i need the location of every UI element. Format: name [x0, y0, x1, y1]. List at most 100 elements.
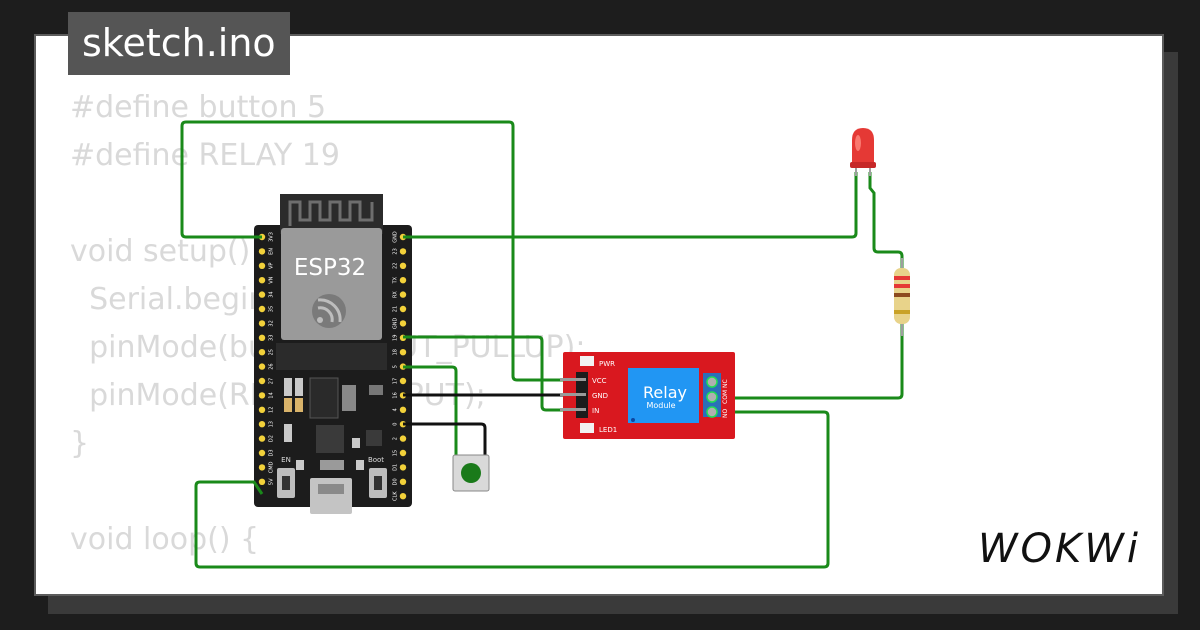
pin-pad[interactable] [399, 449, 407, 457]
sketch-filename-tab[interactable]: sketch.ino [68, 12, 290, 75]
code-line: } [70, 426, 90, 461]
pin-label: 22 [393, 263, 399, 269]
pin-pad[interactable] [258, 478, 266, 485]
relay-module[interactable]: PWR LED1 VCC GND IN Relay Module NO COM … [560, 352, 735, 439]
smd-component [284, 424, 292, 442]
code-line: #define button 5 [70, 90, 327, 125]
pin-pad[interactable] [399, 248, 407, 255]
pin-label: 16 [393, 392, 399, 398]
pin-label: GND [393, 231, 399, 243]
pin-pad[interactable] [258, 435, 266, 442]
wire-relay-no-to-resistor[interactable] [714, 322, 904, 400]
pin-pad[interactable] [258, 377, 266, 385]
wire-5v-to-relay-com[interactable] [194, 410, 830, 569]
pin-label: RX [393, 291, 399, 298]
pin-pad[interactable] [399, 435, 407, 442]
push-button[interactable] [452, 454, 490, 492]
relay-title: Relay [643, 383, 687, 402]
smd-component [356, 460, 364, 470]
pin-pad[interactable] [399, 291, 407, 298]
pin-label: CLK [393, 491, 399, 501]
relay-terminal-nc: NC [722, 379, 729, 388]
micro-usb-port [310, 478, 352, 514]
pin-label: 32 [269, 320, 275, 326]
pin-label: 27 [269, 378, 275, 384]
pin-pad[interactable] [258, 406, 266, 413]
espressif-logo-icon [312, 294, 346, 328]
pin-label: 4 [393, 408, 399, 411]
pin-label: 5V [269, 478, 275, 485]
pin-pad[interactable] [258, 464, 266, 471]
pin-label: D1 [393, 464, 399, 471]
pin-pad[interactable] [399, 464, 407, 471]
pin-label: 23 [393, 248, 399, 254]
smd-component [366, 430, 382, 446]
pin-pad[interactable] [399, 478, 407, 485]
pin-pad[interactable] [399, 305, 407, 313]
pin-label: D3 [269, 449, 275, 456]
regulator-tab [342, 385, 356, 411]
pin-label: CMD [269, 461, 275, 473]
voltage-regulator [309, 377, 339, 419]
boot-button-label: Boot [368, 456, 384, 464]
pin-pad[interactable] [399, 377, 407, 385]
pin-pad[interactable] [258, 449, 266, 457]
relay-terminal-com: COM [722, 390, 729, 404]
pin-label: 14 [269, 392, 275, 398]
wire-gpio19-to-relay-in[interactable] [403, 335, 577, 412]
pin-pad[interactable] [258, 334, 266, 341]
pin-pad[interactable] [258, 248, 266, 255]
relay-subtitle: Module [646, 401, 675, 410]
smd-component [284, 398, 292, 412]
pin-pad[interactable] [258, 262, 266, 269]
pin-pad[interactable] [258, 320, 266, 327]
pin-pad[interactable] [258, 421, 266, 428]
pin-label: D2 [269, 435, 275, 442]
relay-pwr-label: PWR [599, 360, 615, 368]
pin-pad[interactable] [399, 320, 407, 327]
pin-label: 21 [393, 306, 399, 312]
red-led[interactable] [850, 128, 876, 176]
terminal-screw-icon [706, 376, 718, 388]
relay-pin-vcc: VCC [592, 377, 607, 385]
pin-pad[interactable] [399, 493, 407, 500]
pin-pad[interactable] [399, 406, 407, 413]
wire-led-to-resistor[interactable] [868, 172, 904, 268]
smd-component [320, 460, 344, 470]
pin-pad[interactable] [258, 305, 266, 313]
pin-label: 5 [393, 365, 399, 368]
pin-pad[interactable] [258, 291, 266, 298]
wire-gnd-to-button[interactable] [403, 422, 487, 470]
pin-label: 3V3 [269, 232, 275, 242]
pin-pad[interactable] [258, 349, 266, 356]
board-label: ESP32 [294, 255, 366, 281]
pin-label: 15 [393, 450, 399, 456]
pin-label: 13 [269, 421, 275, 427]
pin-label: VP [269, 263, 275, 269]
en-button-label: EN [281, 456, 291, 464]
smd-component [284, 378, 292, 396]
pin-label: 25 [269, 349, 275, 355]
pin-label: VN [269, 276, 275, 283]
pin-pad[interactable] [399, 349, 407, 356]
relay-block [628, 368, 699, 423]
resistor[interactable] [894, 258, 910, 336]
pin-label: 35 [269, 306, 275, 312]
wire-gnd-to-led[interactable] [403, 172, 858, 239]
pin-pad[interactable] [258, 277, 266, 284]
smd-component [296, 460, 304, 470]
pin-label: 17 [393, 378, 399, 384]
pin-pad[interactable] [258, 363, 266, 370]
pin-pad[interactable] [258, 392, 266, 399]
pin-pad[interactable] [399, 262, 407, 269]
code-line: void loop() { [70, 522, 260, 557]
pin-pad[interactable] [399, 277, 407, 284]
wire-gpio5-to-button[interactable] [403, 365, 458, 470]
pin-label: EN [269, 248, 275, 255]
wire-3v3-to-relay-vcc[interactable] [180, 120, 577, 382]
smd-component [295, 378, 303, 396]
